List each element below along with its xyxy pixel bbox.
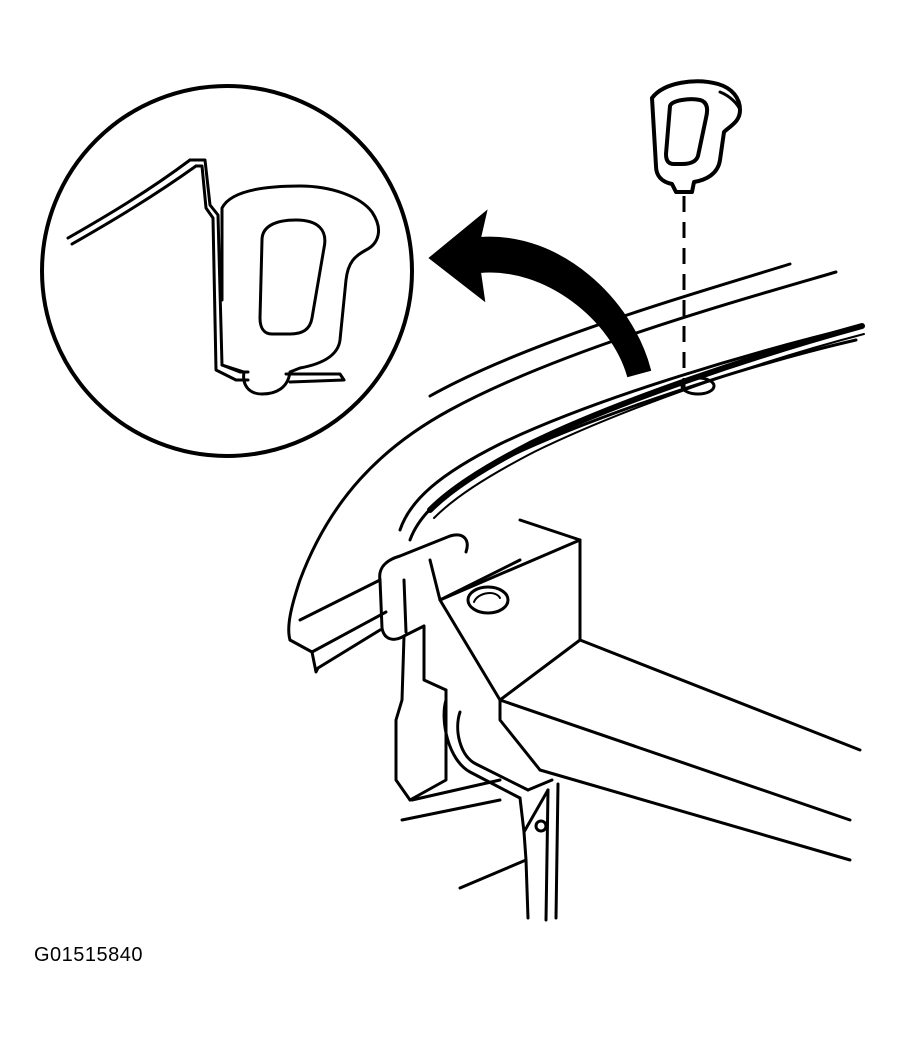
pillar-structure: [378, 518, 862, 922]
detail-magnifier: [40, 84, 414, 458]
callout-arrow: [428, 209, 652, 378]
roof-rail-panel: [287, 262, 865, 674]
retainer-clip: [650, 79, 742, 194]
figure-id-label: G01515840: [34, 944, 144, 966]
